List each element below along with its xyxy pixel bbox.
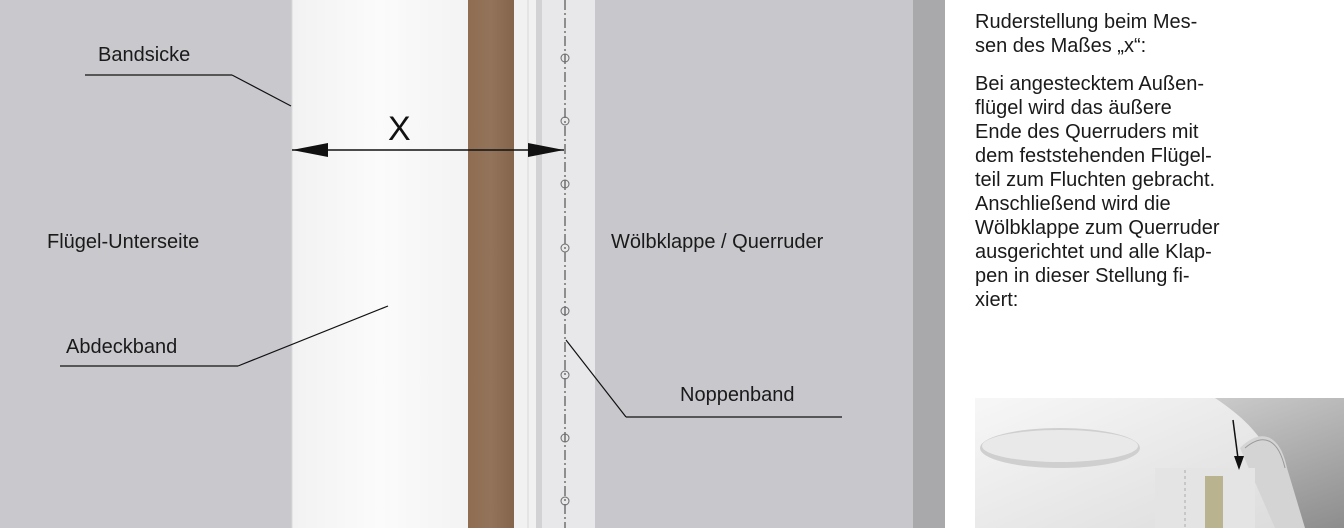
label-woelbklappe-querruder: Wölbklappe / Querruder: [611, 231, 824, 253]
instruction-body: Bei angestecktem Außen-flügel wird das ä…: [975, 73, 1220, 311]
bandsicke-leader: [85, 74, 292, 107]
flap-gap: [536, 0, 542, 528]
wing-underside-surface: [0, 0, 292, 528]
noppenband-leader: [565, 339, 842, 418]
masking-tape: [292, 0, 468, 528]
label-dimension-x: X: [388, 110, 411, 148]
label-noppenband: Noppenband: [680, 384, 795, 406]
brown-tape: [468, 0, 514, 528]
flap-aileron-surface: [595, 0, 913, 528]
wing-flap-diagram: [0, 0, 945, 528]
label-bandsicke: Bandsicke: [98, 44, 191, 66]
white-strip: [514, 0, 536, 528]
label-abdeckband: Abdeckband: [66, 336, 178, 358]
abdeckband-leader: [60, 305, 389, 367]
edge-shadow: [913, 0, 945, 528]
bump-markers: [560, 53, 570, 506]
wing-tip-photo: [975, 398, 1344, 528]
bump-tape: [542, 0, 595, 528]
instruction-heading: Ruderstellung beim Mes-sen des Maßes „x“…: [975, 11, 1198, 57]
label-fluegel-unterseite: Flügel-Unterseite: [47, 231, 200, 253]
instruction-text: Ruderstellung beim Mes-sen des Maßes „x“…: [975, 10, 1335, 326]
